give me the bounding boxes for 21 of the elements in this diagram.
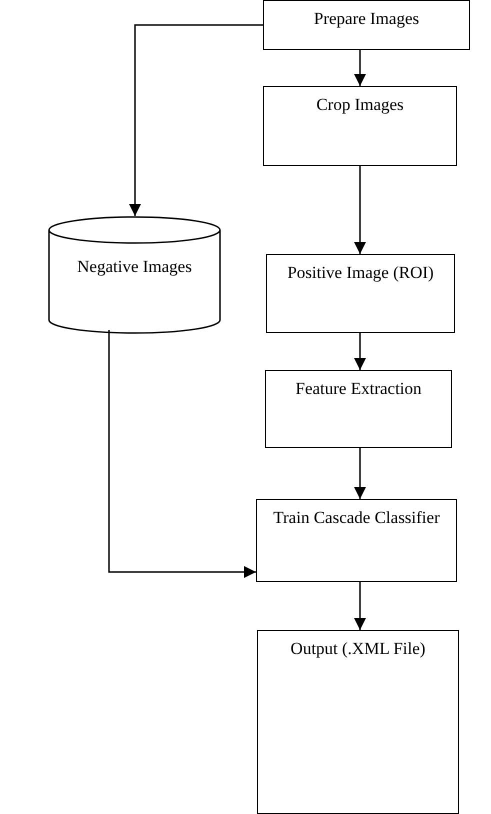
arrow bbox=[354, 166, 366, 254]
arrow bbox=[354, 582, 366, 630]
database-cylinder bbox=[48, 216, 221, 334]
arrow bbox=[354, 333, 366, 370]
process-box bbox=[265, 370, 452, 448]
process-box bbox=[257, 630, 459, 814]
node-label: Train Cascade Classifier bbox=[273, 507, 440, 529]
process-box bbox=[256, 499, 457, 582]
process-box bbox=[266, 254, 455, 333]
arrow bbox=[354, 50, 366, 86]
arrow bbox=[129, 24, 263, 216]
process-box bbox=[263, 0, 470, 50]
node-label: Feature Extraction bbox=[295, 378, 422, 400]
node-label: Output (.XML File) bbox=[290, 638, 426, 660]
arrow bbox=[354, 448, 366, 499]
node-label: Negative Images bbox=[77, 256, 192, 278]
process-box bbox=[263, 86, 457, 166]
node-label: Prepare Images bbox=[314, 8, 420, 30]
node-label: Positive Image (ROI) bbox=[287, 262, 434, 284]
node-label: Crop Images bbox=[316, 94, 404, 116]
arrow bbox=[108, 330, 256, 578]
